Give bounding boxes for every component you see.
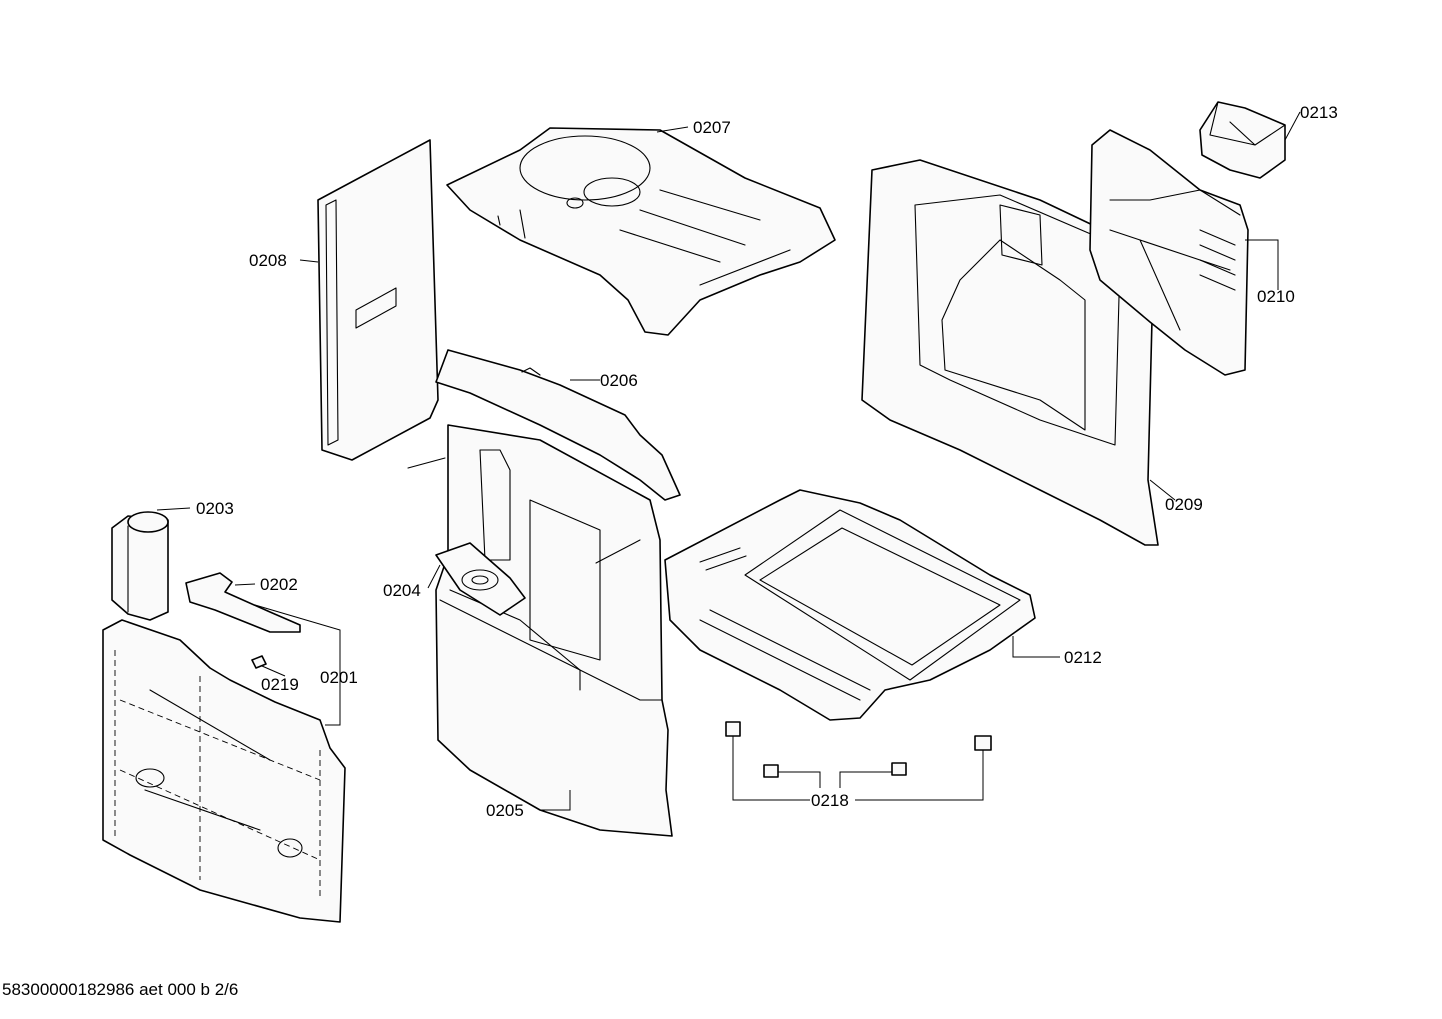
label-0212: 0212 — [1064, 648, 1102, 667]
label-0209: 0209 — [1165, 495, 1203, 514]
part-0209-rear-housing — [861, 159, 1159, 546]
part-0218-feet — [725, 721, 992, 778]
document-footer-code: 58300000182986 aet 000 b 2/6 — [2, 980, 239, 999]
part-0219-plug — [251, 655, 267, 669]
part-0206-trim-strip — [435, 349, 681, 501]
part-labels: 0207 0208 0206 0203 0202 0204 0219 0201 … — [196, 103, 1338, 820]
part-0203-water-filter — [111, 511, 169, 621]
label-0207: 0207 — [693, 118, 731, 137]
part-0202-lever — [185, 572, 301, 633]
label-0204: 0204 — [383, 581, 421, 600]
label-0206: 0206 — [600, 371, 638, 390]
label-0210: 0210 — [1257, 287, 1295, 306]
part-0212-base-frame — [664, 489, 1036, 721]
part-0205-front-housing — [407, 424, 673, 837]
part-0201-water-tank — [102, 619, 346, 923]
label-0213: 0213 — [1300, 103, 1338, 122]
part-0213-small-cap — [1199, 101, 1286, 179]
label-0219: 0219 — [261, 675, 299, 694]
label-0208: 0208 — [249, 251, 287, 270]
part-0204-slider — [435, 542, 526, 616]
part-0207-top-frame — [446, 127, 836, 336]
part-0208-side-panel — [317, 139, 439, 461]
part-0210-back-cover — [1089, 129, 1249, 376]
leader-lines — [156, 111, 1301, 811]
label-0218: 0218 — [811, 791, 849, 810]
label-0203: 0203 — [196, 499, 234, 518]
label-0205: 0205 — [486, 801, 524, 820]
label-0202: 0202 — [260, 575, 298, 594]
label-0201: 0201 — [320, 668, 358, 687]
